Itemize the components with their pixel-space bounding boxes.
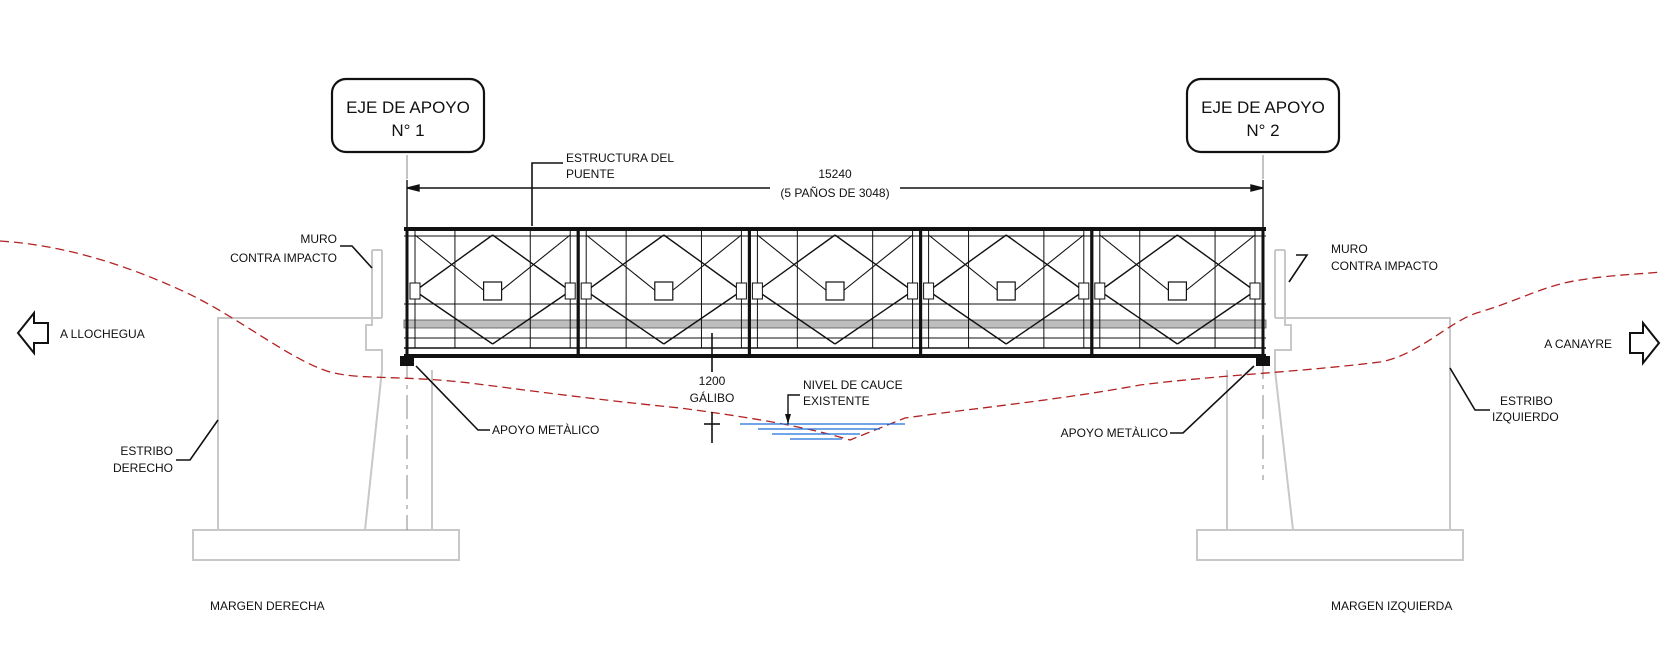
muro-right-leader	[1288, 254, 1309, 283]
truss-node	[996, 281, 1016, 301]
truss-member	[756, 234, 836, 292]
truss-member	[1185, 234, 1256, 292]
truss-member	[928, 234, 1007, 292]
muro-right-line2: CONTRA IMPACTO	[1331, 259, 1438, 273]
direction-left: A LLOCHEGUA	[60, 327, 145, 341]
truss-member	[663, 290, 742, 345]
span-detail: (5 PAÑOS DE 3048)	[780, 186, 889, 200]
abutment-right-leader	[1449, 367, 1490, 411]
structure-leader	[531, 162, 563, 226]
clearance-value: 1200	[699, 374, 726, 388]
truss-end-node	[1249, 282, 1261, 300]
water-level-line2: EXISTENTE	[803, 394, 870, 408]
truss-member	[1099, 290, 1178, 345]
truss-member	[834, 290, 913, 345]
muro-left-leader	[340, 245, 373, 269]
truss-member	[1005, 290, 1085, 345]
support-2-number: N° 2	[1246, 121, 1279, 140]
truss-member	[414, 234, 494, 292]
abutment-right-line2: IZQUIERDO	[1492, 410, 1559, 424]
truss-end-node	[1078, 282, 1090, 300]
direction-right: A CANAYRE	[1544, 337, 1612, 351]
footing-left	[192, 529, 460, 561]
truss-end-node	[580, 282, 592, 300]
truss-node	[825, 281, 845, 301]
water-level-line1: NIVEL DE CAUCE	[803, 378, 903, 392]
truss-member	[1099, 234, 1178, 292]
structure-label-line1: ESTRUCTURA DEL	[566, 151, 674, 165]
truss-end-node	[1094, 282, 1106, 300]
truss-member	[585, 234, 657, 292]
truss-member	[663, 234, 742, 292]
support-2-title: EJE DE APOYO	[1201, 98, 1325, 117]
support-1-title: EJE DE APOYO	[346, 98, 470, 117]
abutment-left-leader	[176, 419, 219, 461]
truss-member	[671, 234, 742, 292]
truss-end-node	[735, 282, 747, 300]
truss-panels	[405, 229, 1265, 356]
abutment-left	[192, 249, 460, 561]
support-box-2: EJE DE APOYO N° 2	[1185, 77, 1341, 154]
truss-node	[654, 281, 674, 301]
abutment-left-line1: ESTRIBO	[120, 444, 173, 458]
abutment-right	[1196, 249, 1464, 561]
bank-right: MARGEN IZQUIERDA	[1331, 599, 1452, 613]
bearing-right	[1256, 356, 1270, 366]
truss-node	[1167, 281, 1188, 301]
truss-member	[1176, 234, 1256, 292]
truss-member	[1013, 234, 1085, 292]
truss-member	[842, 234, 913, 292]
structure-label-line2: PUENTE	[566, 167, 615, 181]
truss-member	[928, 234, 999, 292]
truss-member	[585, 290, 665, 345]
truss-member	[834, 234, 914, 292]
truss-end-node	[409, 282, 421, 300]
bearing-left-label: APOYO METÀLICO	[492, 422, 599, 437]
truss-member	[1005, 234, 1085, 292]
support-1-number: N° 1	[391, 121, 424, 140]
truss-member	[492, 234, 571, 292]
truss-member	[500, 234, 571, 292]
footing-right	[1196, 529, 1464, 561]
truss-member	[757, 290, 836, 345]
abutment-left-line2: DERECHO	[113, 461, 173, 475]
water-level-leader	[787, 394, 800, 424]
bridge-truss	[403, 227, 1267, 358]
truss-member	[1099, 234, 1170, 292]
truss-member	[1177, 290, 1256, 345]
truss-member	[414, 234, 485, 292]
truss-end-node	[907, 282, 919, 300]
truss-member	[414, 290, 493, 345]
truss-end-node	[751, 282, 763, 300]
truss-member	[492, 290, 571, 345]
support-box-1: EJE DE APOYO N° 1	[330, 77, 486, 154]
bearing-right-leader	[1170, 365, 1255, 434]
bearing-right-label: APOYO METÀLICO	[1061, 425, 1168, 440]
truss-member	[585, 234, 665, 292]
bearing-left-leader	[415, 365, 490, 431]
muro-right-line1: MURO	[1331, 242, 1368, 256]
clearance-label: GÁLIBO	[690, 390, 735, 405]
muro-left-line1: MURO	[300, 232, 337, 246]
abutment-right-line1: ESTRIBO	[1500, 394, 1553, 408]
arrow-left-icon	[16, 310, 49, 356]
terrain-profile	[0, 240, 1662, 441]
truss-end-node	[923, 282, 935, 300]
truss-member	[928, 290, 1007, 345]
truss-member	[757, 234, 828, 292]
bearing-left	[400, 356, 414, 366]
span-dimension	[406, 180, 1264, 235]
water-surface	[740, 423, 905, 440]
span-value: 15240	[818, 167, 852, 181]
truss-end-node	[564, 282, 576, 300]
arrow-right-icon	[1629, 320, 1661, 366]
muro-left-line2: CONTRA IMPACTO	[230, 251, 337, 265]
truss-node	[483, 281, 503, 301]
bank-left: MARGEN DERECHA	[210, 599, 325, 613]
